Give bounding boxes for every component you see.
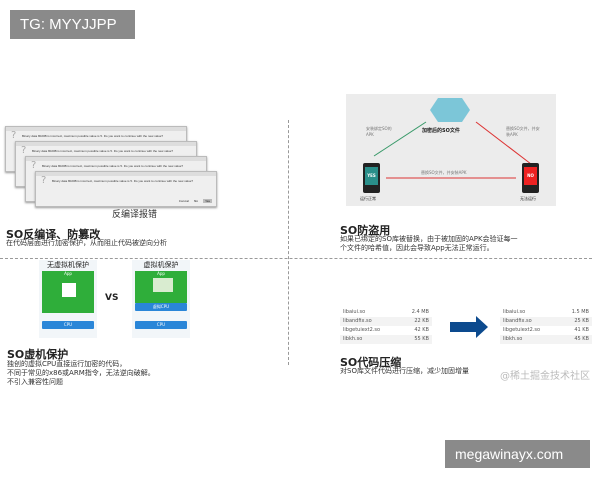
caption: 反编译报错: [112, 210, 158, 220]
question-icon: ?: [21, 145, 27, 156]
watermark: @稀土掘金技术社区: [500, 371, 590, 382]
dialog-message: Binary data 8020B is incorrect, maximum …: [52, 179, 194, 183]
no-button: No: [194, 199, 199, 203]
vs-label: VS: [105, 293, 119, 303]
section-title: SO虚机保护: [7, 348, 69, 361]
tg-label: TG: MYYJJPP: [10, 10, 135, 39]
so-file-icon: [430, 98, 470, 122]
center-label: 加密后的SO文件: [422, 128, 460, 134]
question-icon: ?: [31, 160, 37, 171]
question-icon: ?: [11, 130, 17, 141]
dialog-message: Binary data 8020B is incorrect, maximum …: [32, 149, 174, 153]
section-desc: 独创的虚拟CPU直接运行加密的代码，不同于常见的x86或ARM指令，无法逆向破解…: [7, 360, 155, 386]
yes-button: Yes: [203, 199, 212, 203]
cancel-button: Cancel: [178, 199, 190, 203]
section-title: SO反编译、防篡改: [6, 228, 101, 241]
dialog-message: Binary data 8020B is incorrect, maximum …: [42, 164, 184, 168]
phone-fail-icon: NO: [522, 163, 539, 193]
section-title: SO防盗用: [340, 224, 391, 237]
section-desc: 如果已绑定的SO库被替换，由于被加固的APK会验证每一个文件的哈希值，因此会导致…: [340, 235, 518, 252]
question-icon: ?: [41, 175, 47, 186]
left-arrow-label: 安装绑定SO的APK: [366, 126, 392, 137]
error-dialog: ? Binary data 8020B is incorrect, maximum…: [35, 171, 217, 207]
bottom-arrow-label: 替换SO文件，并安装APK: [421, 170, 467, 175]
left-phone-label: 运行正常: [360, 196, 376, 201]
arrows: [373, 121, 532, 179]
phone-ok-icon: YES: [363, 163, 380, 193]
dialog-message: Binary data 8020B is incorrect, maximum …: [22, 134, 164, 138]
footer-label: megawinayx.com: [445, 440, 590, 468]
section-desc: 对SO库文件代码进行压缩，减少加固增量: [340, 367, 469, 375]
diagram: 加密后的SO文件 安装绑定SO的APK 替换SO文件，并安装APK 替换SO文件…: [346, 94, 556, 206]
vertical-divider: [288, 120, 289, 365]
section-title: SO代码压缩: [340, 356, 402, 369]
lock-icon: [153, 278, 173, 292]
right-arrow-label: 替换SO文件，并安装APK: [506, 126, 540, 137]
right-phone-label: 无法运行: [520, 196, 536, 201]
section-desc: 在代码层面进行加密保护，从而阻止代码被逆向分析: [6, 239, 167, 247]
horizontal-divider: [0, 258, 592, 259]
arrow-right-icon: [450, 316, 488, 338]
